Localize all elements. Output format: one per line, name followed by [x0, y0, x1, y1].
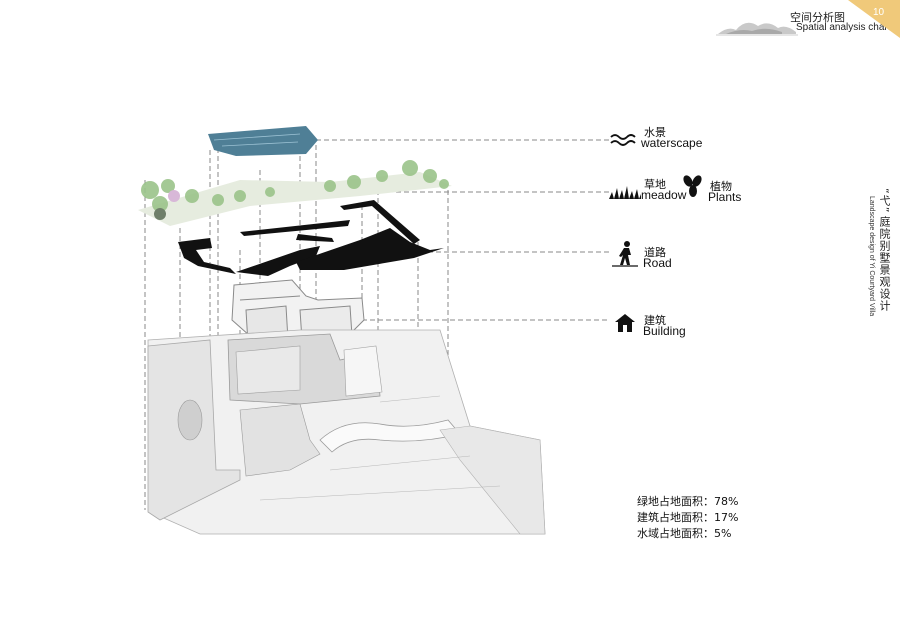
legend-building-en: Building [643, 324, 686, 338]
house-icon [614, 313, 636, 333]
stat-value: 5% [714, 527, 731, 540]
legend-meadow-en: meadow [641, 188, 686, 202]
grass-icon [608, 184, 642, 200]
walking-person-icon [612, 240, 638, 268]
stat-label: 水域占地面积： [637, 527, 714, 540]
area-stats: 绿地占地面积：78% 建筑占地面积：17% 水域占地面积：5% [637, 493, 738, 541]
stat-label: 建筑占地面积： [637, 511, 714, 524]
stat-label: 绿地占地面积： [637, 495, 714, 508]
site-base-layer [148, 330, 545, 534]
stat-row: 绿地占地面积：78% [637, 493, 738, 509]
legend-plants-en: Plants [708, 190, 741, 204]
legend-road-en: Road [643, 256, 672, 270]
plant-layer [138, 160, 452, 226]
wave-icon [610, 132, 638, 148]
stat-value: 78% [714, 495, 738, 508]
water-layer [208, 126, 318, 156]
leaf-icon [682, 174, 704, 198]
stat-row: 水域占地面积：5% [637, 525, 738, 541]
legend-waterscape-en: waterscape [641, 136, 702, 150]
stat-row: 建筑占地面积：17% [637, 509, 738, 525]
stat-value: 17% [714, 511, 738, 524]
